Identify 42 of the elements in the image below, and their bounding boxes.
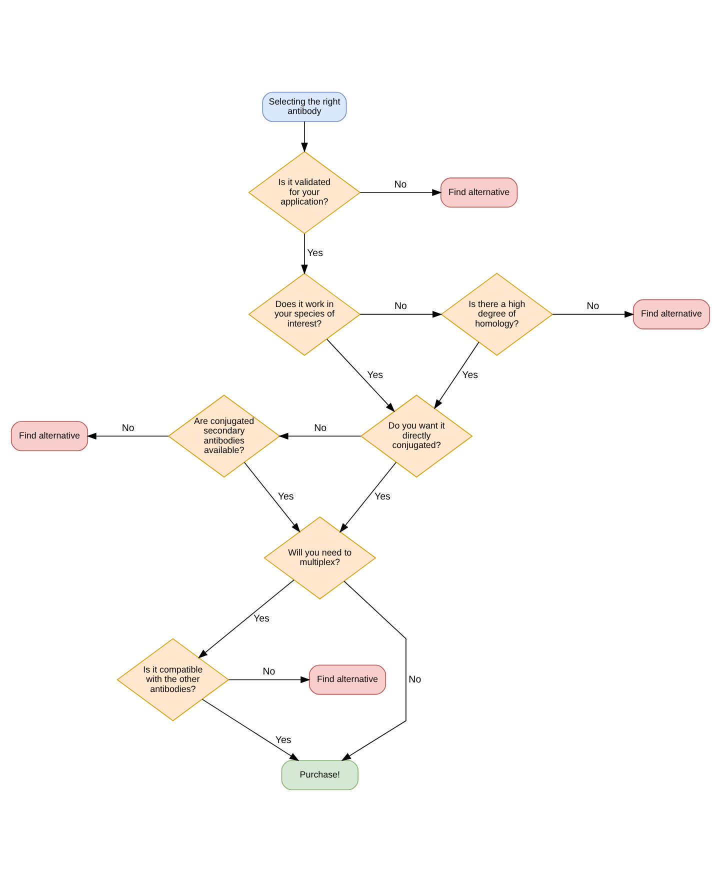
arrow (278, 432, 362, 440)
arrow (301, 232, 308, 274)
node-diamond: Do you want it directly conjugated? (360, 394, 473, 478)
arrow (552, 310, 634, 318)
edge-label: Yes (278, 491, 294, 502)
arrow (244, 462, 300, 532)
node-diamond: Is it validated for your application? (248, 150, 361, 234)
node-box: Purchase! (281, 760, 358, 790)
arrow (301, 120, 308, 152)
edge-label: No (122, 422, 134, 434)
edge-label: No (314, 422, 327, 434)
arrow (360, 188, 442, 196)
edge-label: Yes (462, 369, 478, 380)
arrow (228, 676, 310, 683)
arrow (326, 338, 395, 412)
node-diamond: Is there a high degree of homology? (440, 272, 554, 356)
node-box: Find alternative (10, 420, 88, 451)
node-diamond: Does it work in your species of interest? (248, 272, 361, 356)
arrow (339, 462, 396, 532)
edge-label: No (586, 300, 600, 312)
node-box: Find alternative (440, 177, 518, 208)
edge-label: Yes (367, 369, 384, 380)
edge-label: Yes (253, 612, 270, 624)
edge-label: No (408, 674, 422, 685)
node-box: Selecting the right antibody (262, 91, 347, 122)
edge-label: No (394, 300, 407, 312)
arrow (86, 432, 169, 440)
arrow (198, 579, 294, 658)
edge-label: No (394, 178, 407, 190)
edge-label: Yes (374, 491, 390, 502)
node-box: Find alternative (632, 298, 710, 329)
node-box: Find alternative (308, 664, 386, 694)
node-diamond: Are conjugated secondary antibodies available? (168, 394, 280, 478)
node-diamond: Is it compatible with the other antibodies? (116, 638, 230, 721)
edge-label: No (262, 666, 276, 678)
edge-label: Yes (275, 734, 292, 746)
arrow (360, 310, 442, 318)
arrow (202, 698, 300, 761)
edge-label: Yes (307, 247, 323, 258)
arrow (341, 580, 406, 761)
arrow (434, 341, 480, 409)
node-diamond: Will you need to multiplex? (264, 516, 376, 599)
